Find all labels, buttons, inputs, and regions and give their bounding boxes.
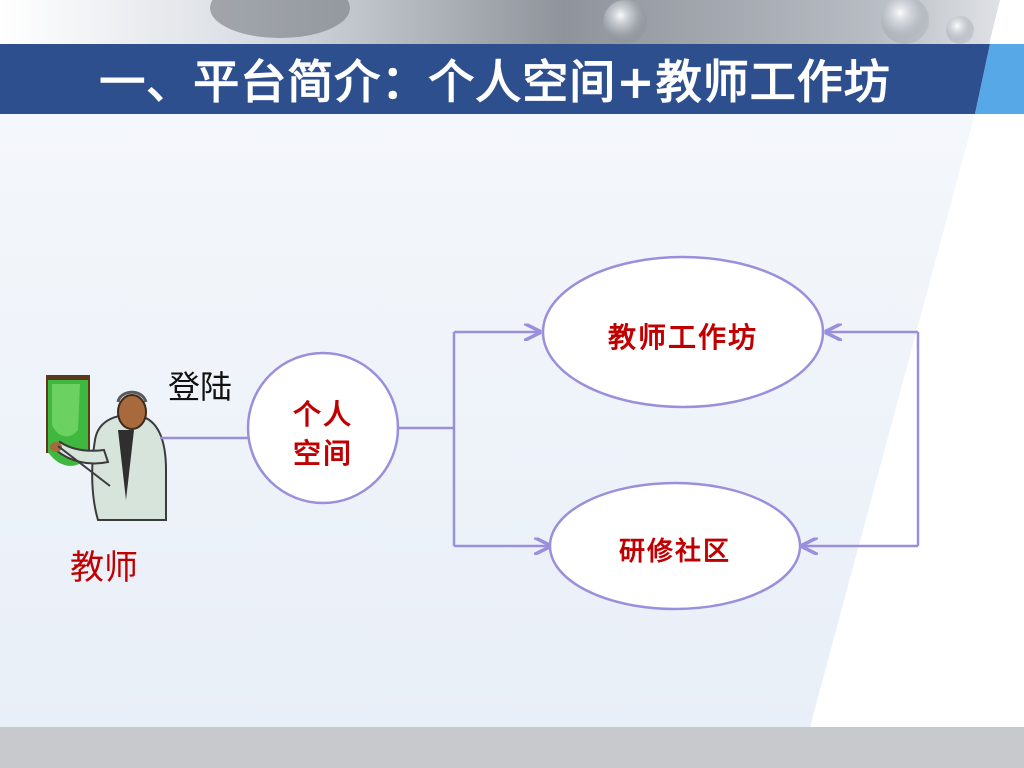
research-community-label: 研修社区 [618, 537, 731, 567]
research-community-node [548, 481, 802, 611]
teacher-workshop-label: 教师工作坊 [607, 321, 758, 354]
teacher-icon [46, 375, 167, 521]
slide-title: 一、平台简介：个人空间+教师工作坊 [99, 55, 891, 109]
actor-label-teacher: 教师 [70, 548, 138, 588]
teacher-workshop-node [541, 255, 825, 409]
personal-space-label-line1: 个人 [292, 398, 353, 431]
personal-space-label-line2: 空间 [292, 437, 353, 470]
edge-label-login: 登陆 [168, 368, 233, 406]
